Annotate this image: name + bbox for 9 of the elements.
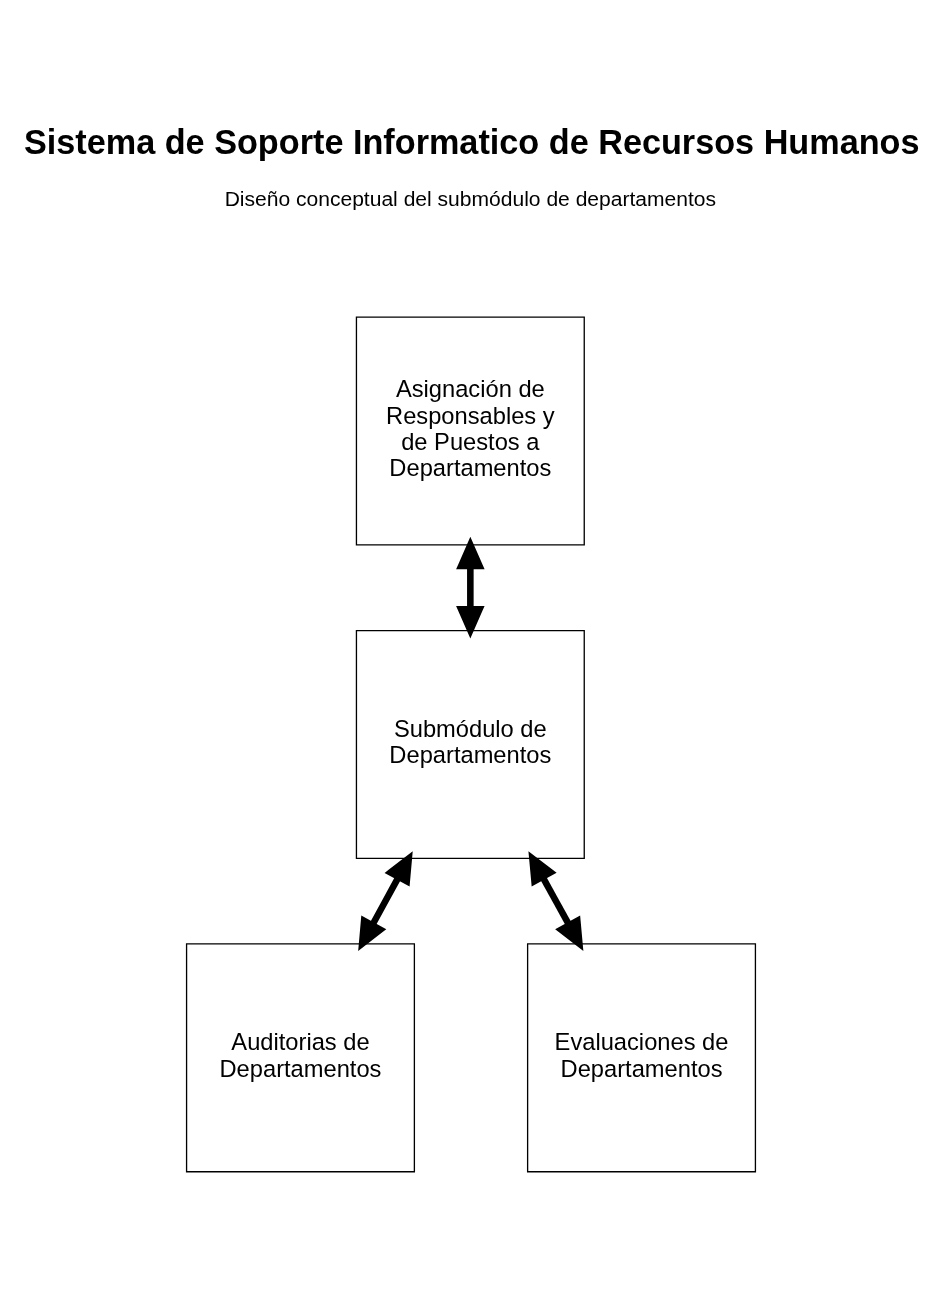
node-box: Submódulo de Departamentos <box>355 629 585 859</box>
node-box: Evaluaciones de Departamentos <box>526 942 757 1172</box>
diagram-title: Sistema de Soporte Informatico de Recursos Humanos <box>23 122 920 161</box>
label: Diseño conceptual del submódulo de departamentos <box>224 186 717 210</box>
arrow <box>358 850 413 951</box>
arrow <box>528 850 584 951</box>
arrow <box>456 536 485 639</box>
node-box: Auditorias de Departamentos <box>185 942 416 1172</box>
node-box: Asignación de Responsables y de Puestos a Departamentos <box>355 316 585 546</box>
